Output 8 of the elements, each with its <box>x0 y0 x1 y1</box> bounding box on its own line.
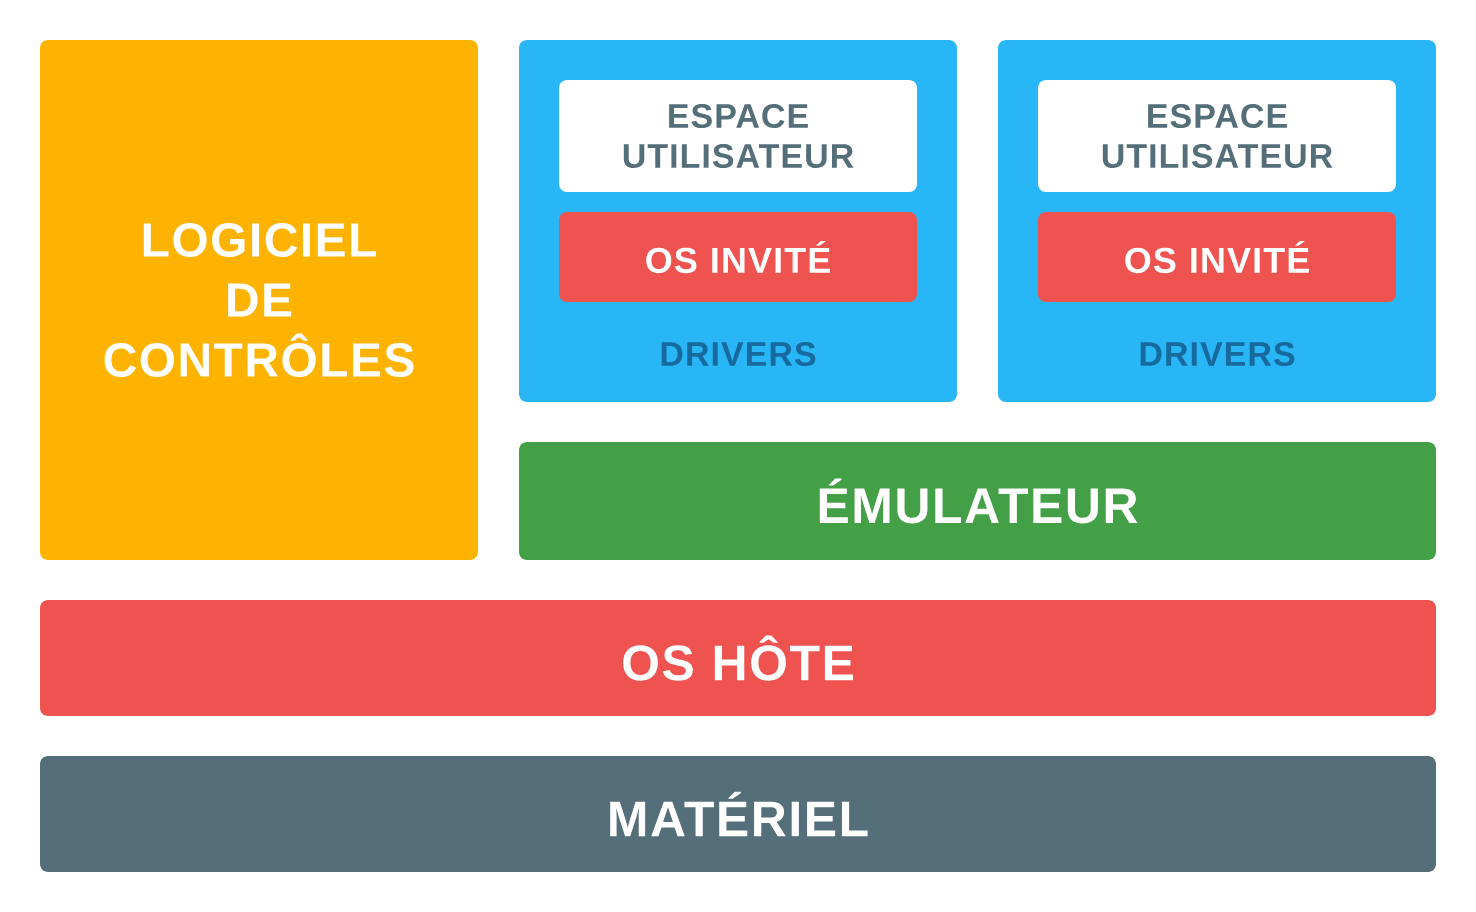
guest-os-box: OS INVITÉ <box>559 212 917 302</box>
user-space-box: ESPACE UTILISATEUR <box>1038 80 1396 192</box>
emulator-bar: ÉMULATEUR <box>519 442 1436 560</box>
user-space-box: ESPACE UTILISATEUR <box>559 80 917 192</box>
hardware-bar: MATÉRIEL <box>40 756 1436 872</box>
host-os-bar: OS HÔTE <box>40 600 1436 716</box>
guest-os-box: OS INVITÉ <box>1038 212 1396 302</box>
software-block: LOGICIEL DE CONTRÔLES <box>40 40 478 560</box>
